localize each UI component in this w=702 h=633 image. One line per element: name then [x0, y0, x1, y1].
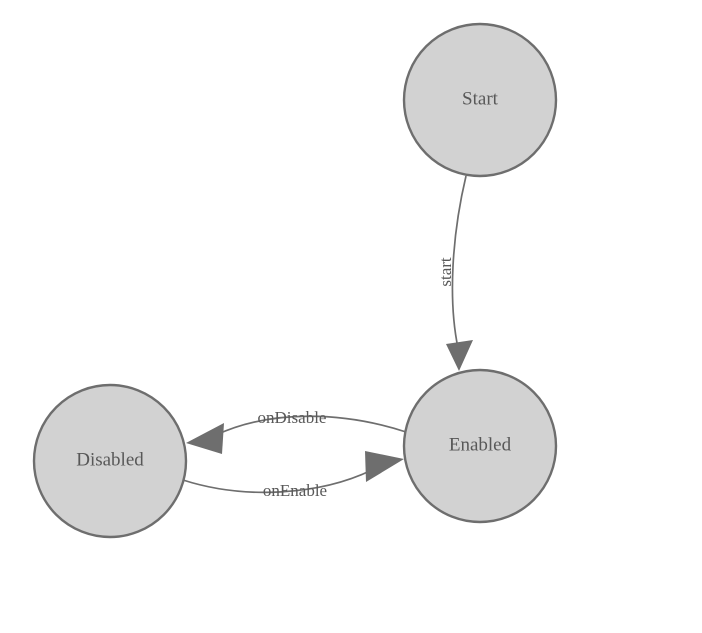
edge-disabled-to-enabled[interactable]: onEnable: [182, 451, 404, 500]
node-disabled-label: Disabled: [76, 449, 144, 470]
edge-label-start: start: [436, 257, 455, 287]
edge-label-ondisable: onDisable: [258, 408, 327, 427]
edge-label-onenable: onEnable: [263, 481, 327, 500]
node-enabled-circle: [402, 368, 558, 524]
edge-disabled-to-enabled-path: [182, 469, 373, 494]
edge-enabled-to-disabled-arrowhead: [186, 423, 224, 454]
edge-enabled-to-disabled-path: [215, 415, 407, 436]
node-enabled[interactable]: Enabled: [402, 368, 558, 524]
edge-disabled-to-enabled-arrowhead: [365, 451, 404, 482]
node-start-label: Start: [462, 88, 499, 109]
edge-start-to-enabled-arrowhead: [446, 340, 473, 371]
edge-start-to-enabled-path: [451, 175, 467, 349]
edge-start-to-enabled[interactable]: start: [436, 175, 473, 371]
node-disabled[interactable]: Disabled: [32, 383, 188, 539]
node-disabled-circle: [32, 383, 188, 539]
node-enabled-label: Enabled: [449, 434, 512, 455]
node-start-circle: [402, 22, 558, 178]
node-start[interactable]: Start: [402, 22, 558, 178]
edge-enabled-to-disabled[interactable]: onDisable: [186, 408, 407, 454]
